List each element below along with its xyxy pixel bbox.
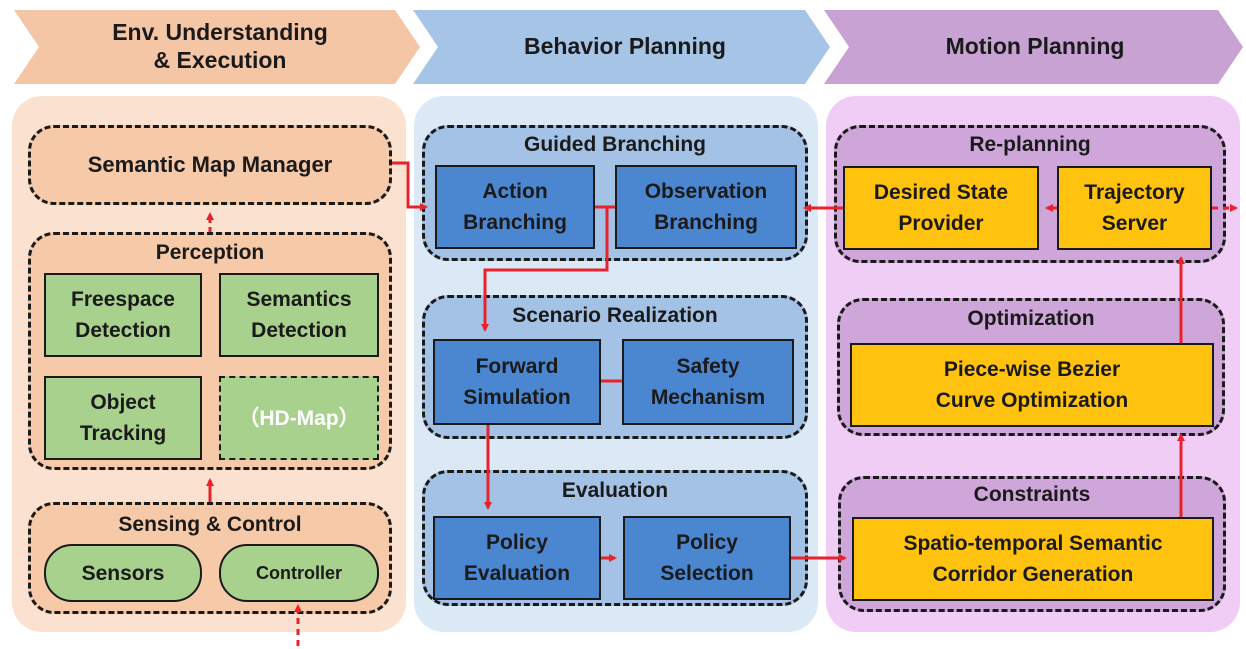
env-header-title: Env. Understanding & Execution [112,19,328,73]
sensing-control-title: Sensing & Control [118,513,302,536]
forward-simulation-box: Forward Simulation [433,339,601,425]
behavior-header-title: Behavior Planning [524,33,726,59]
header-chevrons [14,10,1243,84]
policy-evaluation-box: Policy Evaluation [433,516,601,600]
safety-mechanism-box: Safety Mechanism [622,339,794,425]
desired-state-provider-box: Desired State Provider [843,166,1039,250]
policy-selection-box: Policy Selection [623,516,791,600]
behavior-header-shape [413,10,830,84]
motion-header-title: Motion Planning [945,33,1125,59]
semantic-map-manager-group: Semantic Map Manager [28,125,392,205]
action-branching-box: Action Branching [435,165,595,249]
corridor-generation-box: Spatio-temporal Semantic Corridor Genera… [852,517,1214,601]
semantic-map-manager-label: Semantic Map Manager [87,152,333,177]
hd-map-box: （HD-Map） [219,376,379,460]
freespace-detection-box: Freespace Detection [44,273,202,357]
semantics-detection-box: Semantics Detection [219,273,379,357]
scenario-realization-title: Scenario Realization [512,304,718,327]
guided-branching-title: Guided Branching [523,133,706,156]
evaluation-title: Evaluation [561,479,669,502]
arrow-branching-to-forward [485,205,615,330]
arrow-smm-to-action [392,161,428,211]
perception-title: Perception [155,241,265,264]
sensors-box: Sensors [44,544,202,602]
bezier-optimization-box: Piece-wise Bezier Curve Optimization [850,343,1214,427]
optimization-title: Optimization [967,307,1095,330]
trajectory-server-box: Trajectory Server [1057,166,1212,250]
controller-box: Controller [219,544,379,602]
object-tracking-box: Object Tracking [44,376,202,460]
replanning-title: Re-planning [969,133,1091,156]
constraints-title: Constraints [973,483,1091,506]
motion-header-shape [824,10,1243,84]
observation-branching-box: Observation Branching [615,165,797,249]
env-header-shape [14,10,420,84]
